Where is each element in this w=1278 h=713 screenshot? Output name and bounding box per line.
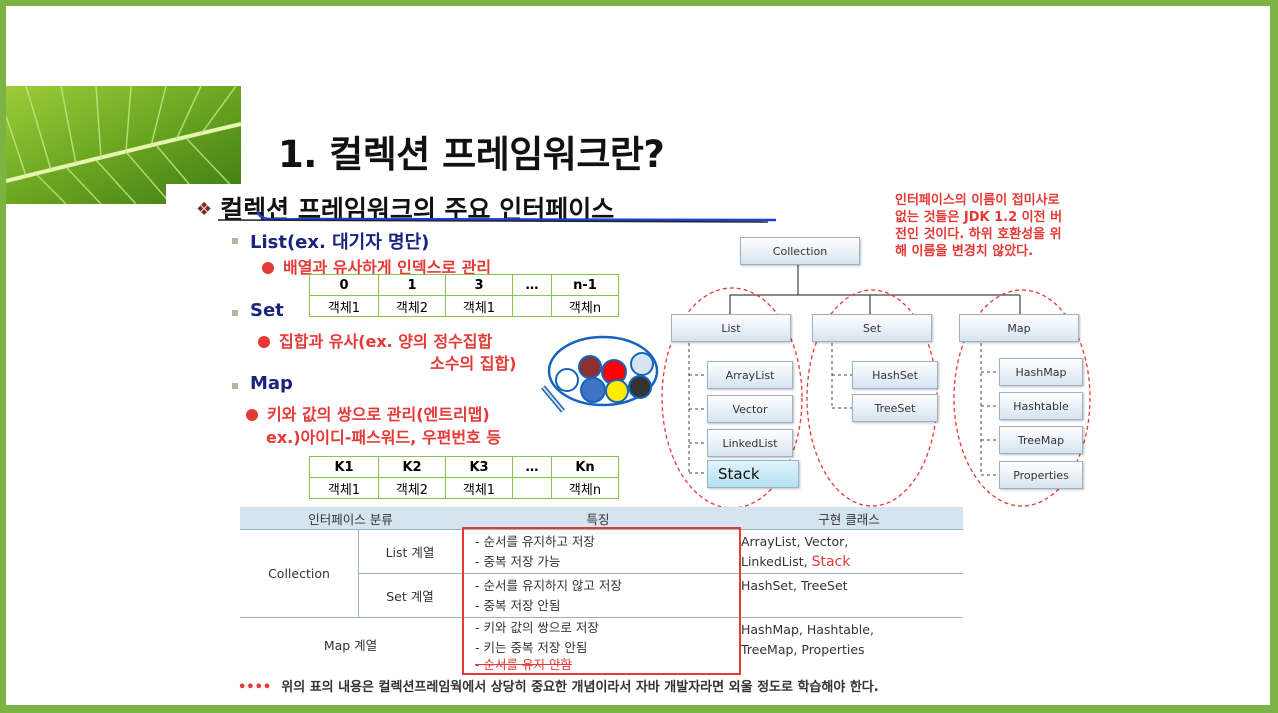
table-cell: 객체2 [378, 477, 446, 499]
list-index-table: 0 1 3 … n-1 객체1 객체2 객체1 객체n [309, 274, 619, 317]
hierarchy-arraylist: ArrayList [707, 361, 793, 389]
leaf-cutout [166, 184, 246, 206]
set-classes: HashSet, TreeSet [735, 573, 963, 618]
hierarchy-list: List [671, 314, 791, 342]
map-label: Map [250, 373, 293, 394]
map-row-label: Map 계열 [323, 638, 378, 653]
set-label: Set [250, 300, 284, 321]
feature-line: - 중복 저장 가능 [475, 553, 561, 569]
bullet-square [232, 238, 238, 244]
hierarchy-linkedlist: LinkedList [707, 429, 793, 457]
slide-title: 1. 컬렉션 프레임워크란? [278, 133, 665, 176]
hierarchy-hashset: HashSet [852, 361, 938, 389]
set-desc-line2: 소수의 집합) [430, 354, 517, 373]
set-desc-line1: 집합과 유사(ex. 양의 정수집합 [279, 332, 493, 351]
list-features: - 순서를 유지하고 저장 - 중복 저장 가능 [461, 529, 735, 574]
class-line: HashMap, Hashtable, [741, 622, 874, 637]
feature-highlight-box [462, 527, 741, 675]
table-cell: 객체1 [445, 477, 513, 499]
hierarchy-properties: Properties [999, 461, 1083, 489]
header-feature: 특징 [461, 507, 735, 530]
table-header-row: 인터페이스 분류 특징 구현 클래스 [240, 507, 963, 530]
table-cell: n-1 [551, 274, 619, 296]
feature-line: - 순서를 유지하고 저장 [475, 533, 595, 549]
list-desc: 배열과 유사하게 인덱스로 관리 [262, 254, 491, 278]
bullet-square [232, 383, 238, 389]
hierarchy-stack: Stack [707, 460, 799, 488]
interface-table: 인터페이스 분류 특징 구현 클래스 Collection List 계열 - … [240, 507, 963, 671]
diamond-bullet-icon: ❖ [196, 199, 213, 220]
table-cell: 객체2 [378, 295, 446, 317]
stack-highlight: Stack [811, 553, 851, 570]
hierarchy-set: Set [812, 314, 932, 342]
hierarchy-connectors [661, 265, 1091, 509]
map-desc-line2: ex.)아이디-패스워드, 우편번호 등 [266, 428, 502, 447]
table-cell: K2 [378, 456, 446, 478]
list-desc-text: 배열과 유사하게 인덱스로 관리 [283, 258, 492, 277]
hierarchy-map: Map [959, 314, 1079, 342]
feature-line-struck: - 순서를 유지 안함 [475, 657, 572, 672]
table-cell: 객체n [551, 295, 619, 317]
feature-line: - 키와 값의 쌍으로 저장 [475, 620, 599, 635]
feature-line: - 순서를 유지하지 않고 저장 [475, 577, 622, 593]
class-line-text: LinkedList, [741, 553, 808, 569]
feature-line: - 키는 중복 저장 안됨 [475, 640, 588, 655]
red-dot-icon [258, 336, 270, 348]
hierarchy-hashtable: Hashtable [999, 392, 1083, 420]
red-dot-icon [246, 409, 258, 421]
hierarchy-vector: Vector [707, 395, 793, 423]
footnote: •••• 위의 표의 내용은 컬렉션프레임웍에서 상당히 중요한 개념이라서 자바… [238, 676, 879, 695]
map-desc: 키와 값의 쌍으로 관리(엔트리맵) [246, 401, 490, 425]
slide: 1. 컬렉션 프레임워크란? ❖컬렉션 프레임워크의 주요 인터페이스 인터페이… [6, 6, 1270, 705]
table-cell: 객체1 [445, 295, 513, 317]
collection-cell: Collection [240, 529, 359, 618]
set-desc: 집합과 유사(ex. 양의 정수집합 [258, 328, 492, 352]
class-line: LinkedList, Stack [741, 552, 957, 572]
list-label: List(ex. 대기자 명단) [250, 232, 430, 253]
red-dot-icon [262, 262, 274, 274]
class-line: ArrayList, Vector, [741, 533, 849, 549]
map-features: - 키와 값의 쌍으로 저장 - 키는 중복 저장 안됨 - 순서를 유지 안함 [461, 618, 735, 672]
note-text: 인터페이스의 이름이 접미사로 없는 것들은 JDK 1.2 이전 버전인 것이… [895, 193, 1063, 259]
class-line: TreeMap, Properties [741, 642, 865, 657]
set-row-label: Set 계열 [358, 573, 461, 618]
table-row: Set 계열 - 순서를 유지하지 않고 저장 - 중복 저장 안됨 HashS… [240, 573, 963, 618]
set-illustration [541, 335, 659, 413]
leaf-image [6, 86, 241, 204]
map-classes: HashMap, Hashtable, TreeMap, Properties [735, 618, 963, 672]
hierarchy-hashmap: HashMap [999, 358, 1083, 386]
hierarchy-treemap: TreeMap [999, 426, 1083, 454]
table-row: Map 계열 - 키와 값의 쌍으로 저장 - 키는 중복 저장 안됨 - 순서… [240, 618, 963, 672]
footnote-text: 위의 표의 내용은 컬렉션프레임웍에서 상당히 중요한 개념이라서 자바 개발자… [281, 680, 879, 695]
map-desc-line1: 키와 값의 쌍으로 관리(엔트리맵) [267, 405, 490, 424]
table-row: Collection List 계열 - 순서를 유지하고 저장 - 중복 저장… [240, 529, 963, 618]
header-class: 구현 클래스 [735, 507, 963, 530]
hierarchy-collection: Collection [740, 237, 860, 265]
map-key-table: K1 K2 K3 … Kn 객체1 객체2 객체1 객체n [309, 456, 619, 499]
header-interface: 인터페이스 분류 [240, 507, 461, 530]
set-features: - 순서를 유지하지 않고 저장 - 중복 저장 안됨 [461, 573, 735, 618]
list-classes: ArrayList, Vector, LinkedList, Stack [735, 529, 963, 574]
hierarchy-treeset: TreeSet [852, 394, 938, 422]
bullet-square [232, 310, 238, 316]
feature-line: - 중복 저장 안됨 [475, 597, 561, 613]
table-cell: 객체n [551, 477, 619, 499]
list-row-label: List 계열 [358, 529, 461, 574]
footnote-stars: •••• [238, 680, 272, 695]
